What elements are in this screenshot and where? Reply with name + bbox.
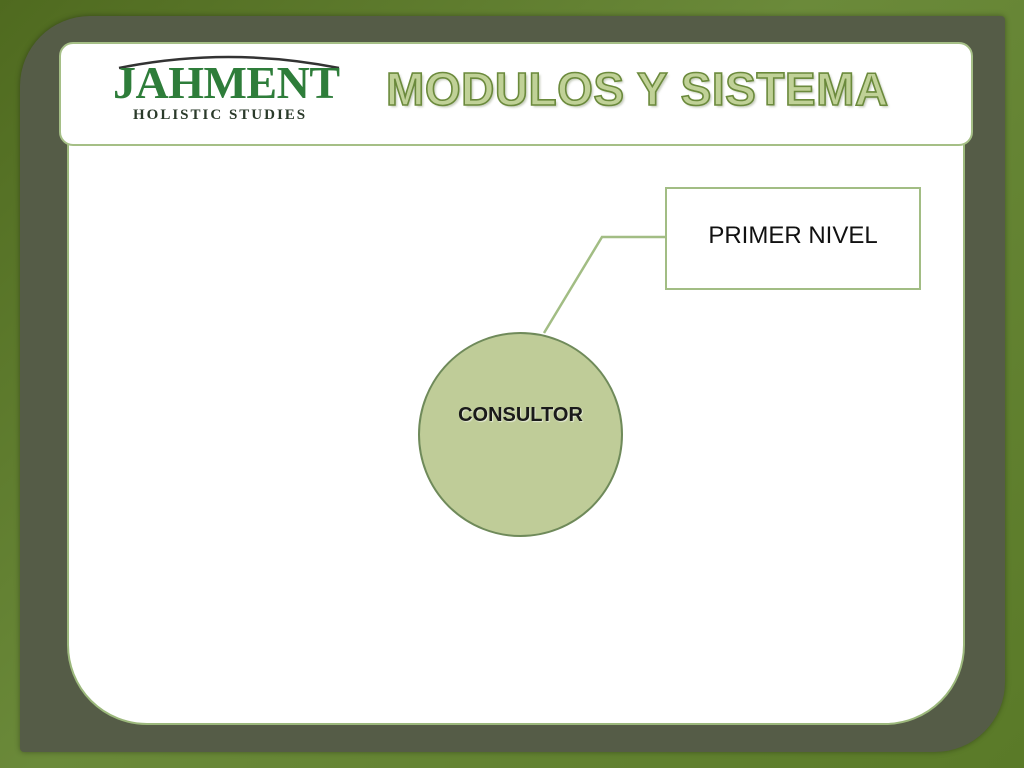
center-node: CONSULTOR: [418, 332, 623, 537]
level-box-label: PRIMER NIVEL: [708, 221, 878, 249]
logo-tagline: HOLISTIC STUDIES: [133, 107, 308, 123]
logo-arc-icon: [118, 55, 340, 70]
level-box: PRIMER NIVEL: [665, 187, 921, 290]
center-node-label: CONSULTOR: [458, 404, 583, 426]
logo: JAHMENT HOLISTIC STUDIES: [113, 52, 343, 130]
page-title: MODULOS Y SISTEMA: [385, 63, 889, 115]
logo-wordmark: JAHMENT: [113, 57, 340, 108]
header-bar: JAHMENT HOLISTIC STUDIES MODULOS Y SISTE…: [59, 42, 973, 146]
